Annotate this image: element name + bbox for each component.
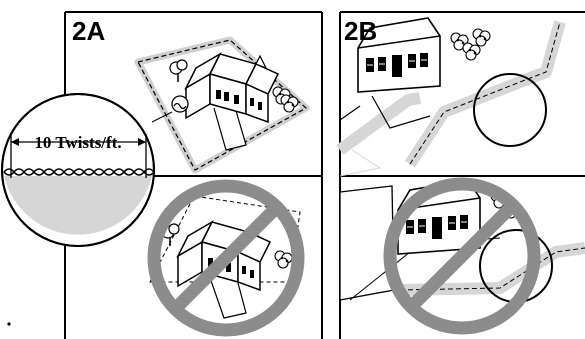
panel-2a-incorrect xyxy=(147,179,305,337)
panel-2b-incorrect xyxy=(339,177,585,335)
panel-2b-correct xyxy=(336,17,566,177)
prohibit-sign-2b xyxy=(383,177,541,335)
dot xyxy=(7,322,11,326)
wire-path-2b xyxy=(339,149,382,177)
panel-label-2a: 2A xyxy=(72,16,105,46)
panel-2a-correct xyxy=(134,36,310,174)
tree-2a xyxy=(169,59,188,83)
panel-label-2b: 2B xyxy=(344,16,377,46)
twisted-wire xyxy=(3,168,155,176)
detail-circle-2b xyxy=(473,73,547,147)
driveway-2a xyxy=(213,103,247,151)
twist-callout-text: 10 Twists/ft. xyxy=(34,133,121,152)
prohibit-sign-2a xyxy=(147,179,305,337)
twist-callout: 10 Twists/ft. xyxy=(1,93,155,247)
